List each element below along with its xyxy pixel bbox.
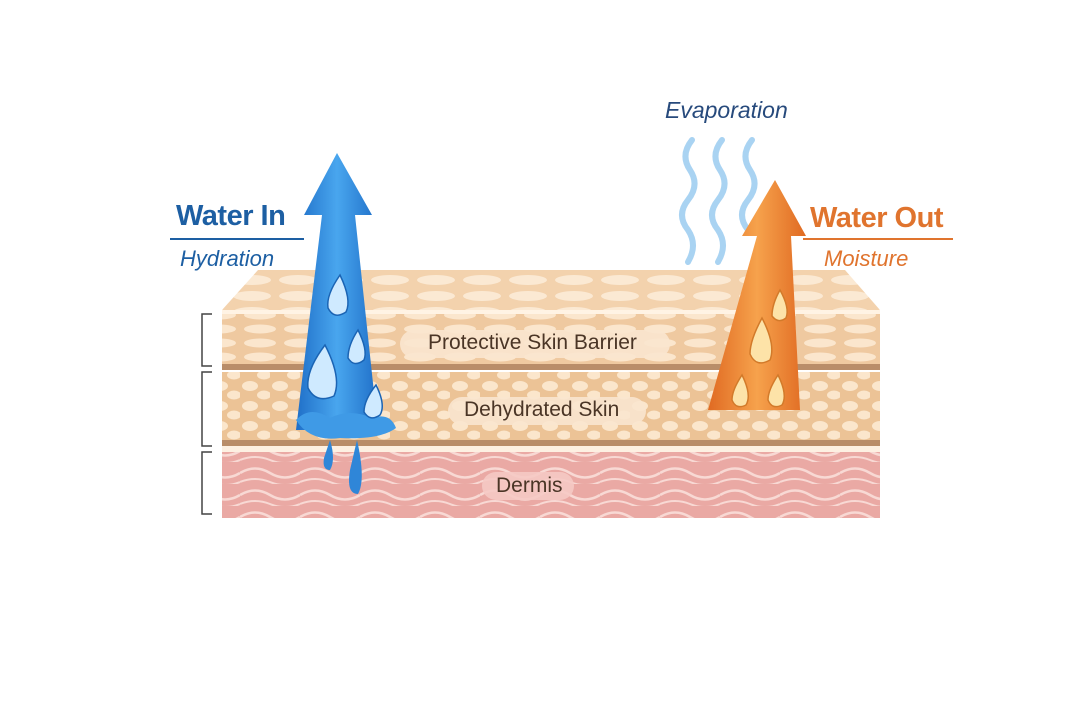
water-in-title: Water In	[176, 200, 286, 232]
water-out-divider	[803, 238, 953, 240]
water-in-subtitle: Hydration	[180, 246, 275, 271]
water-in-arrow-icon	[296, 153, 396, 494]
evaporation-label: Evaporation	[665, 97, 788, 123]
layer-label-dehydrated: Dehydrated Skin	[464, 398, 620, 421]
water-in-divider	[170, 238, 304, 240]
water-out-arrow-icon	[708, 180, 806, 410]
skin-top-surface	[222, 270, 880, 310]
layer-label-barrier: Protective Skin Barrier	[428, 331, 637, 354]
layer-label-dermis: Dermis	[496, 474, 563, 497]
bracket-lines	[201, 313, 212, 515]
water-out-subtitle: Moisture	[824, 246, 909, 271]
evaporation-waves-icon	[679, 137, 758, 265]
water-out-title: Water Out	[810, 202, 943, 234]
